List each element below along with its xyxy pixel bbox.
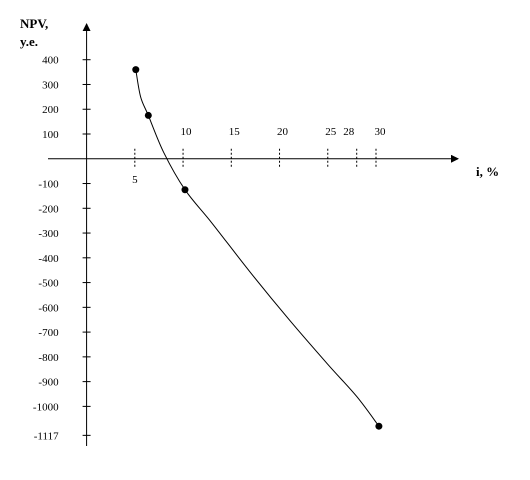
curve-group (135, 69, 380, 427)
y-tick-label: -200 (38, 203, 59, 215)
points-group (132, 66, 383, 430)
y-tick-label: 400 (42, 55, 59, 67)
y-tick-label: -400 (38, 253, 59, 265)
x-tick-label: 20 (277, 126, 289, 138)
data-point (132, 66, 140, 74)
y-ticks-group: 400 300 200 100 -100 -200 -300 -400 -500 -600 -700… (33, 55, 91, 442)
y-tick-label: 300 (42, 79, 59, 91)
data-point (375, 422, 383, 430)
x-tick-label: 25 (325, 126, 337, 138)
x-tick-label: 15 (229, 126, 241, 138)
y-tick-label: -500 (38, 278, 59, 290)
x-tick-label: 5 (132, 174, 138, 186)
x-ticks-group: 5 10 15 20 25 28 30 (132, 126, 386, 186)
data-point (144, 111, 152, 119)
y-tick-label: -700 (38, 327, 59, 339)
x-tick-label: 10 (181, 126, 193, 138)
x-tick-label: 28 (343, 126, 355, 138)
y-tick-label: 100 (42, 129, 59, 141)
npv-curve (135, 69, 380, 427)
y-tick-label: -1117 (34, 430, 59, 442)
data-point (181, 186, 189, 194)
x-tick-label: 30 (375, 126, 387, 138)
y-tick-label: 200 (42, 104, 59, 116)
y-tick-label: -600 (38, 302, 59, 314)
y-tick-label: -900 (38, 377, 59, 389)
y-tick-label: -100 (38, 179, 59, 191)
y-tick-label: -1000 (33, 401, 59, 413)
y-axis-label-line1: NPV, (20, 16, 48, 31)
axes-group (48, 23, 459, 446)
x-axis-label: i, % (476, 164, 499, 179)
y-axis-label-line2: y.e. (20, 34, 38, 49)
y-tick-label: -300 (38, 228, 59, 240)
y-tick-label: -800 (38, 352, 59, 364)
